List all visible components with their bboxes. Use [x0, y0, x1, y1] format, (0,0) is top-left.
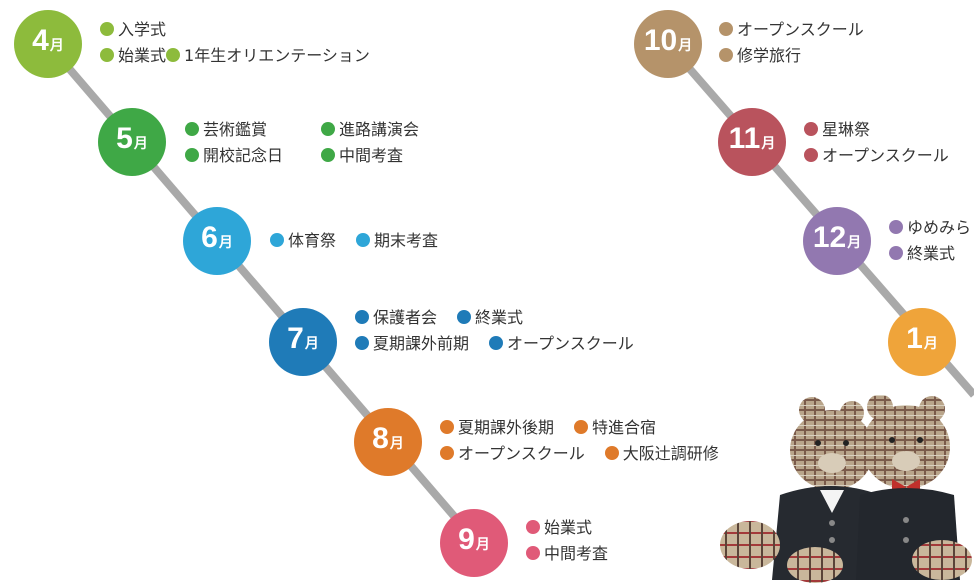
month-unit: 月 [678, 38, 693, 54]
month-number: 4 [32, 24, 49, 57]
bullet-icon [440, 420, 454, 434]
events-sep: 始業式 中間考査 [526, 515, 628, 567]
bullet-icon [804, 148, 818, 162]
event-label: 芸術鑑賞 [203, 120, 268, 139]
month-unit: 月 [389, 436, 404, 452]
events-apr: 入学式 始業式 1年生オリエンテーション [100, 17, 390, 69]
month-unit: 月 [304, 336, 319, 352]
event-label: 星琳祭 [822, 120, 871, 139]
events-jun: 体育祭 期末考査 [270, 228, 458, 254]
bullet-icon [719, 22, 733, 36]
events-aug: 夏期課外後期 特進合宿 オープンスクール 大阪辻調研修 [440, 415, 739, 467]
event-label: 夏期課外前期 [373, 334, 470, 353]
month-unit: 月 [475, 537, 490, 553]
month-number: 8 [372, 422, 389, 455]
bullet-icon [804, 122, 818, 136]
bullet-icon [604, 446, 619, 460]
month-number: 12 [812, 221, 847, 254]
event-label: オープンスクール [507, 334, 634, 353]
event-label: 終業式 [907, 244, 956, 263]
month-number: 7 [287, 322, 304, 355]
event-label: 始業式 [118, 46, 167, 65]
bullet-icon [100, 22, 114, 36]
month-number: 9 [458, 523, 475, 556]
month-unit: 月 [847, 235, 862, 251]
bullet-icon [270, 233, 284, 247]
event-label: 入学式 [118, 20, 167, 39]
bullet-icon [321, 122, 335, 136]
event-label: 保護者会 [373, 308, 438, 327]
month-unit: 月 [133, 136, 148, 152]
bullet-icon [185, 122, 199, 136]
event-label: 中間考査 [339, 146, 404, 165]
bullet-icon [489, 336, 504, 350]
event-label: 終業式 [475, 308, 524, 327]
month-number: 10 [643, 24, 678, 57]
month-number: 5 [116, 122, 133, 155]
events-dec: ゆめみら 終業式 [889, 215, 974, 267]
teddy-bears-illustration [720, 395, 972, 583]
bullet-icon [356, 233, 371, 247]
event-label: 1年生オリエンテーション [184, 46, 370, 65]
bullet-icon [457, 310, 472, 324]
bullet-icon [526, 520, 540, 534]
event-label: オープンスクール [737, 20, 864, 39]
events-jul: 保護者会 終業式 夏期課外前期 オープンスクール [355, 305, 654, 357]
bullet-icon [355, 310, 369, 324]
event-label: オープンスクール [458, 444, 585, 463]
bullet-icon [889, 220, 903, 234]
event-label: オープンスクール [822, 146, 949, 165]
event-label: 始業式 [544, 518, 593, 537]
event-label: 体育祭 [288, 231, 337, 250]
event-label: ゆめみら [907, 218, 972, 237]
bullet-icon [185, 148, 199, 162]
event-label: 進路講演会 [339, 120, 420, 139]
bullet-icon [166, 48, 181, 62]
bullet-icon [719, 48, 733, 62]
bear-right [856, 395, 972, 580]
event-label: 夏期課外後期 [458, 418, 555, 437]
bullet-icon [526, 546, 540, 560]
event-label: 特進合宿 [592, 418, 657, 437]
month-number: 1 [906, 322, 923, 355]
bullet-icon [440, 446, 454, 460]
events-oct: オープンスクール 修学旅行 [719, 17, 884, 69]
bullet-icon [574, 420, 589, 434]
event-label: 開校記念日 [203, 146, 284, 165]
events-nov: 星琳祭 オープンスクール [804, 117, 969, 169]
month-unit: 月 [218, 235, 233, 251]
event-label: 修学旅行 [737, 46, 802, 65]
event-label: 期末考査 [374, 231, 439, 250]
bullet-icon [100, 48, 114, 62]
month-number: 11 [728, 122, 761, 155]
event-label: 中間考査 [544, 544, 609, 563]
month-number: 6 [201, 221, 218, 254]
bullet-icon [321, 148, 335, 162]
month-unit: 月 [923, 336, 938, 352]
event-label: 大阪辻調研修 [622, 444, 719, 463]
bullet-icon [355, 336, 369, 350]
month-unit: 月 [761, 136, 776, 152]
events-may: 芸術鑑賞 進路講演会 開校記念日 中間考査 [185, 117, 439, 169]
month-unit: 月 [49, 38, 64, 54]
bullet-icon [889, 246, 903, 260]
